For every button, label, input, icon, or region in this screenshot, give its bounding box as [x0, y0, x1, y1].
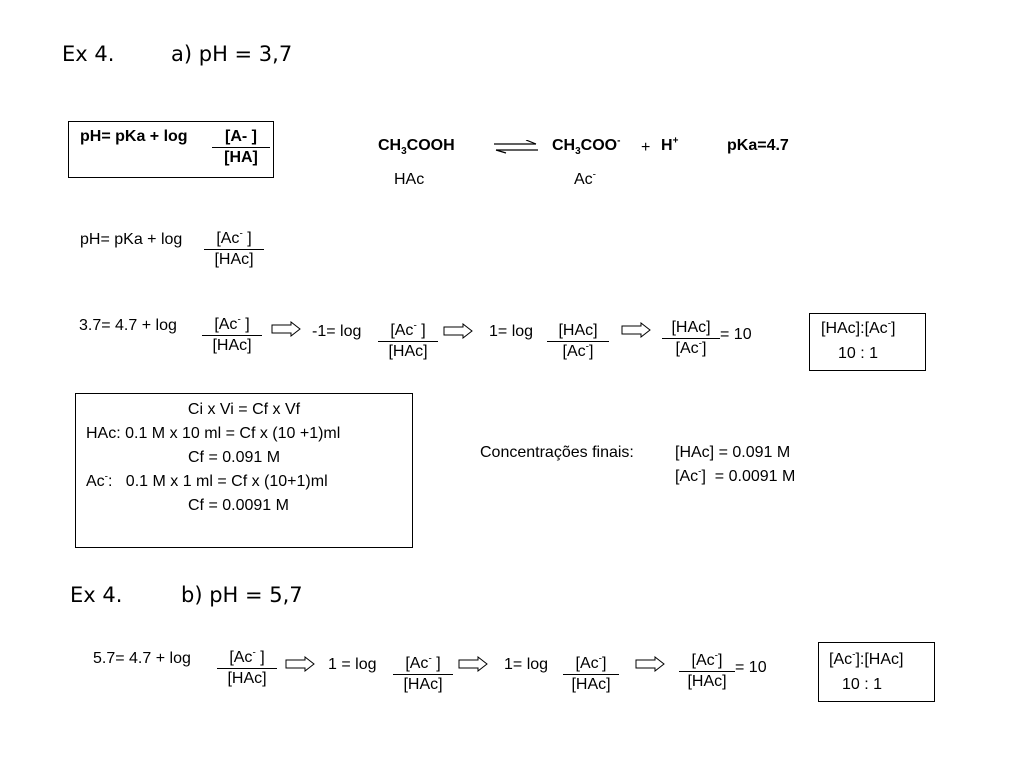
formula-fraction: [A- ] [HA] — [212, 128, 270, 167]
eq2-s4-suffix: = 10 — [720, 326, 752, 343]
eq2-s4-fraction: [HAc] [Ac-] — [662, 319, 720, 358]
dilution-line3: Cf = 0.091 M — [188, 449, 281, 466]
eq2-s2-prefix: -1= log — [312, 323, 362, 340]
ratio-a-line2: 10 : 1 — [838, 345, 879, 362]
eq2-s1-fraction: [Ac- ] [HAc] — [202, 315, 262, 355]
implies-arrow-icon — [285, 656, 315, 672]
formula-prefix: pH= pKa + log — [80, 128, 188, 145]
formula-box — [68, 121, 274, 178]
eq1-den: [HAc] — [214, 251, 254, 268]
b-s4-suffix: = 10 — [735, 659, 767, 676]
b-s1-prefix: 5.7= 4.7 + log — [93, 650, 191, 667]
label-hac: HAc — [394, 171, 425, 188]
eq2-s3-fraction: [HAc] [Ac-] — [547, 322, 609, 361]
formula-num: [A- ] — [212, 128, 270, 148]
ratio-box-b — [818, 642, 935, 702]
eq1-prefix: pH= pKa + log — [80, 231, 183, 248]
dilution-line1: Ci x Vi = Cf x Vf — [187, 401, 301, 418]
eq1-num: [Ac- ] — [204, 229, 264, 250]
b-s3-fraction: [Ac-] [HAc] — [563, 654, 619, 694]
ratio-box-a — [809, 313, 926, 371]
dilution-line2: HAc: 0.1 M x 10 ml = Cf x (10 +1)ml — [86, 425, 341, 442]
dilution-line5: Cf = 0.0091 M — [188, 497, 289, 514]
ratio-b-line1: [Ac-]:[HAc] — [829, 649, 904, 668]
eq1-fraction: [Ac- ] [HAc] — [204, 229, 264, 269]
eq2-s1-prefix: 3.7= 4.7 + log — [79, 317, 177, 334]
equilibrium-arrow-icon — [494, 140, 538, 154]
title-ex-a: Ex 4. — [62, 42, 115, 66]
implies-arrow-icon — [635, 656, 665, 672]
pka-value: pKa=4.7 — [727, 137, 789, 154]
eq2-s2-fraction: [Ac- ] [HAc] — [378, 321, 438, 361]
title-part-b: b) pH = 5,7 — [181, 583, 303, 607]
final-label: Concentrações finais: — [480, 444, 634, 461]
implies-arrow-icon — [443, 323, 473, 339]
formula-den: [HA] — [224, 149, 258, 166]
title-ex-b: Ex 4. — [70, 583, 123, 607]
proton: H+ — [661, 135, 679, 154]
dilution-box — [75, 393, 413, 548]
b-s3-prefix: 1= log — [504, 656, 549, 673]
b-s1-fraction: [Ac- ] [HAc] — [217, 648, 277, 688]
label-ac: Ac- — [574, 169, 597, 188]
product: CH3COO- — [552, 135, 621, 158]
ratio-b-line2: 10 : 1 — [842, 676, 883, 693]
ratio-a-line1: [HAc]:[Ac-] — [821, 318, 896, 337]
final-ac: [Ac-] = 0.0091 M — [675, 466, 796, 485]
b-s2-prefix: 1 = log — [328, 656, 377, 673]
b-s2-fraction: [Ac- ] [HAc] — [393, 654, 453, 694]
plus-sign: + — [641, 139, 651, 156]
implies-arrow-icon — [458, 656, 488, 672]
title-part-a: a) pH = 3,7 — [171, 42, 293, 66]
dilution-line4: Ac-: 0.1 M x 1 ml = Cf x (10+1)ml — [86, 471, 328, 490]
eq2-s3-prefix: 1= log — [489, 323, 534, 340]
reactant: CH3COOH — [378, 137, 455, 158]
final-hac: [HAc] = 0.091 M — [675, 444, 791, 461]
implies-arrow-icon — [271, 321, 301, 337]
implies-arrow-icon — [621, 322, 651, 338]
b-s4-fraction: [Ac-] [HAc] — [679, 651, 735, 691]
